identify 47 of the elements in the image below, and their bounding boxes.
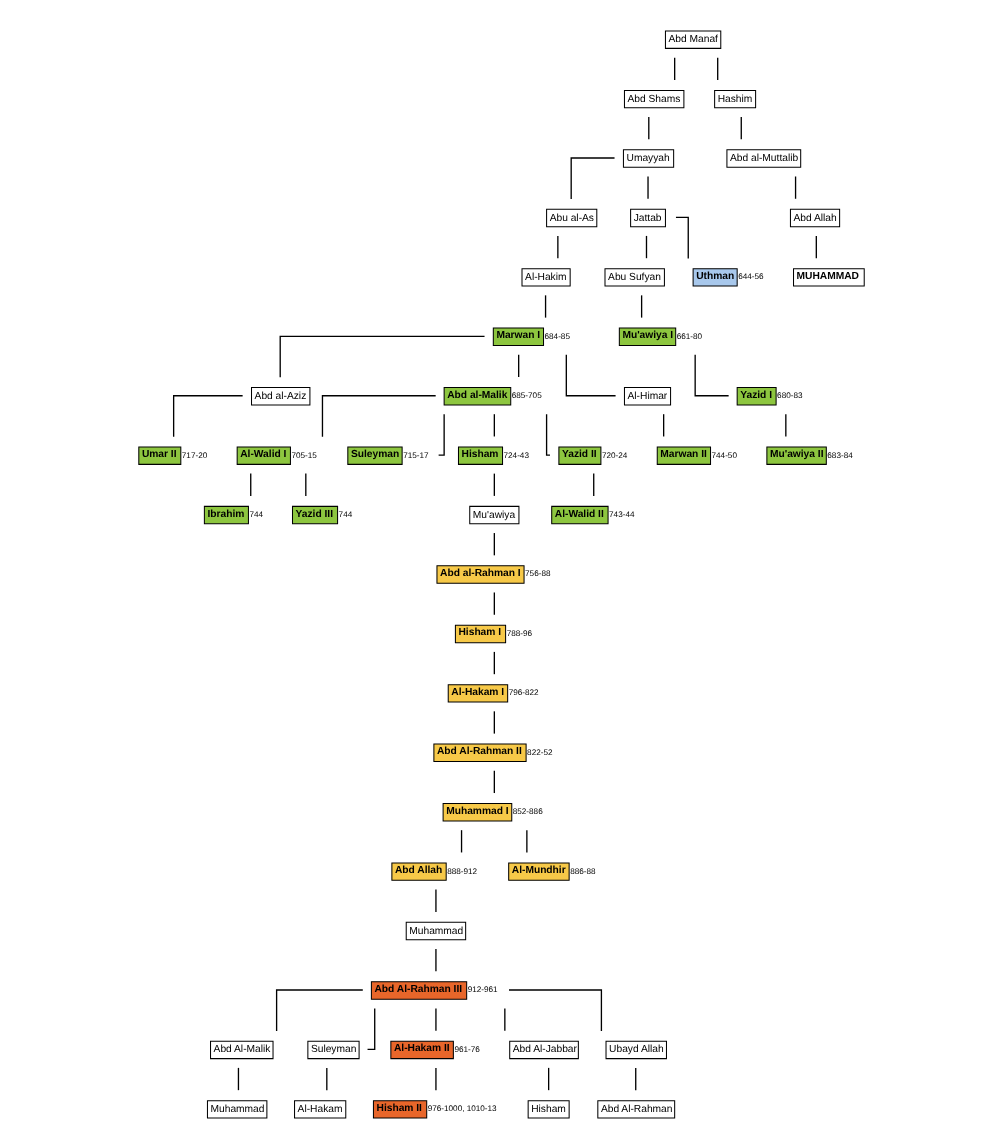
connector [507,989,602,1032]
connector [739,116,741,140]
connector [325,1067,327,1091]
connector [716,56,718,81]
connector [569,157,615,200]
connector [592,472,594,497]
connector [793,175,796,200]
connector [434,888,436,913]
connector [639,294,642,319]
connector [434,948,436,972]
connector [459,829,462,854]
connector [525,829,527,854]
connector [492,770,494,794]
connector [492,651,494,675]
connector [365,1007,375,1051]
connector [674,216,688,260]
connector [320,395,436,438]
connector [492,472,494,497]
connector [784,413,786,438]
connector [171,395,243,438]
connector [556,235,558,259]
connector [546,1067,549,1091]
connector [236,1067,239,1091]
connector [503,1007,505,1032]
connector [543,294,546,319]
connector [644,235,647,259]
connector [814,235,816,259]
connector [517,354,519,378]
connector [693,354,729,397]
connector [304,472,306,497]
connector [647,116,649,140]
connector [434,1007,436,1032]
connector [278,335,485,378]
connector [662,413,664,438]
connector [492,710,494,735]
connector [492,532,494,556]
connector [646,175,648,200]
connector [492,591,494,616]
connector [274,989,363,1032]
connector [544,413,550,456]
connector [564,354,616,397]
connector [249,472,251,497]
connector [436,413,444,456]
connector [673,56,675,81]
connector [434,1067,436,1091]
connector [634,1067,636,1091]
connector [492,413,494,438]
